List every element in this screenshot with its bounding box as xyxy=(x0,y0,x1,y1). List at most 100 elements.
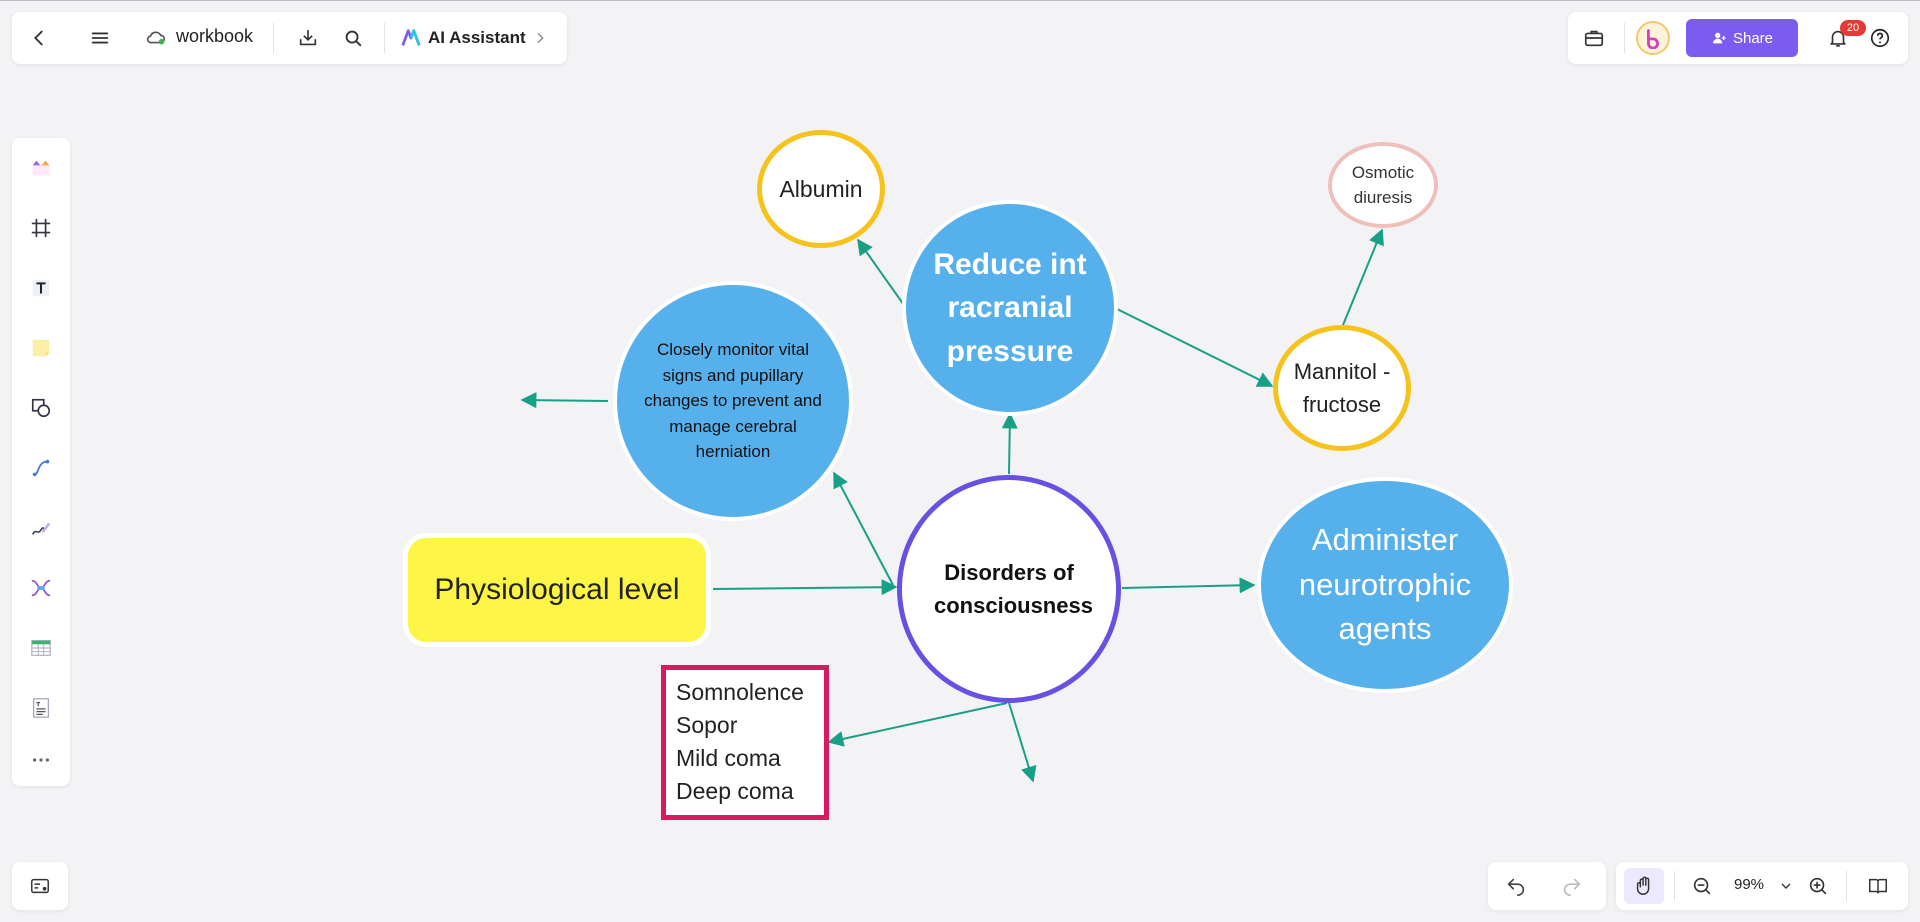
hand-tool-button[interactable] xyxy=(1624,868,1664,904)
top-left-toolbar: workbook AI Assistant xyxy=(12,12,567,64)
briefcase-icon xyxy=(1584,30,1604,47)
table-icon xyxy=(31,640,51,656)
pen-icon xyxy=(32,522,51,535)
toolbar-divider xyxy=(1624,23,1625,53)
arrow-reduce-to-mannitol xyxy=(1114,307,1274,387)
cloud-sync-status[interactable] xyxy=(138,20,174,56)
node-osmotic-label: Osmotic diuresis xyxy=(1351,162,1415,208)
frame-tool[interactable] xyxy=(23,210,59,246)
arrow-mannitol-to-osmotic xyxy=(1342,228,1384,326)
ai-assistant-label: AI Assistant xyxy=(428,28,526,47)
search-button[interactable] xyxy=(335,20,371,56)
mindmap-icon xyxy=(31,579,51,597)
toolbar-divider xyxy=(1846,871,1847,901)
node-reduce-icp[interactable]: Reduce int racranial pressure xyxy=(906,204,1114,412)
menu-button[interactable] xyxy=(82,20,118,56)
node-monitor-vitals[interactable]: Closely monitor vital signs and pupillar… xyxy=(617,285,849,517)
chevron-left-icon xyxy=(34,30,43,46)
level-item: Deep coma xyxy=(676,778,794,804)
book-icon xyxy=(1869,878,1887,894)
download-icon xyxy=(299,29,317,46)
more-tools-button[interactable] xyxy=(23,742,59,778)
arrow-center-to-empty xyxy=(1008,702,1037,783)
node-osmotic-diuresis[interactable]: Osmotic diuresis xyxy=(1328,142,1438,228)
node-physiological-label: Physiological level xyxy=(434,573,680,606)
help-button[interactable] xyxy=(1862,20,1898,56)
node-consciousness-levels[interactable]: Somnolence Sopor Mild coma Deep coma xyxy=(661,665,829,820)
search-icon xyxy=(345,30,362,47)
left-tool-rail xyxy=(12,138,70,786)
bottom-left-panel xyxy=(12,862,68,910)
arrow-physiological-to-center xyxy=(712,579,898,596)
node-mannitol-label: Mannitol -fructose xyxy=(1293,359,1391,417)
document-title[interactable]: workbook xyxy=(176,26,254,46)
node-center-label: Disorders of consciousness xyxy=(934,560,1093,618)
chevron-down-icon xyxy=(1781,883,1791,889)
arrow-monitor-to-empty xyxy=(520,392,609,409)
back-button[interactable] xyxy=(21,20,57,56)
more-icon xyxy=(32,758,50,762)
outline-view-button[interactable] xyxy=(1860,868,1896,904)
node-albumin[interactable]: Albumin xyxy=(757,130,885,248)
redo-icon xyxy=(1563,878,1581,896)
node-physiological-level[interactable]: Physiological level xyxy=(408,538,706,642)
node-neurotrophic-agents[interactable]: Administer neurotrophic agents xyxy=(1261,481,1509,689)
arrow-reduce-to-albumin xyxy=(857,238,907,309)
toolbar-divider xyxy=(384,23,385,53)
zoom-in-button[interactable] xyxy=(1800,868,1836,904)
hamburger-menu-icon xyxy=(91,32,109,44)
shape-icon xyxy=(31,398,51,418)
node-neurotrophic-label: Administer neurotrophic agents xyxy=(1298,521,1472,647)
node-mannitol-fructose[interactable]: Mannitol -fructose xyxy=(1273,325,1411,451)
redo-button[interactable] xyxy=(1554,868,1590,904)
level-item: Sopor xyxy=(676,712,738,738)
document-tool[interactable] xyxy=(23,690,59,726)
zoom-out-button[interactable] xyxy=(1684,868,1720,904)
level-item: Somnolence xyxy=(676,679,804,705)
avatar-logo-icon xyxy=(1647,29,1659,49)
zoom-level[interactable]: 99% xyxy=(1734,876,1765,893)
shape-tool[interactable] xyxy=(23,390,59,426)
pen-tool[interactable] xyxy=(23,510,59,546)
undo-button[interactable] xyxy=(1498,868,1534,904)
connector-tool[interactable] xyxy=(23,450,59,486)
undo-redo-panel xyxy=(1488,862,1606,910)
node-reduce-label: Reduce int racranial pressure xyxy=(933,247,1087,368)
ai-assistant-button[interactable]: AI Assistant xyxy=(400,20,550,56)
arrow-center-to-reduce xyxy=(1001,412,1018,475)
node-albumin-label: Albumin xyxy=(779,175,863,202)
toolbar-divider xyxy=(273,23,274,53)
zoom-out-icon xyxy=(1693,877,1711,895)
user-avatar[interactable] xyxy=(1636,21,1670,55)
arrow-center-to-monitor xyxy=(833,471,894,586)
map-view-icon xyxy=(31,878,49,894)
frame-icon xyxy=(31,218,51,238)
sticky-note-tool[interactable] xyxy=(23,330,59,366)
connector-icon xyxy=(32,459,50,477)
mindmap-tool[interactable] xyxy=(23,570,59,606)
share-button[interactable]: Share xyxy=(1686,19,1798,57)
chevron-right-icon xyxy=(537,32,544,44)
zoom-in-icon xyxy=(1809,877,1827,895)
templates-tool[interactable] xyxy=(23,150,59,186)
toolbar-divider xyxy=(1674,871,1675,901)
zoom-dropdown-button[interactable] xyxy=(1778,878,1794,894)
download-button[interactable] xyxy=(290,20,326,56)
minimap-toggle[interactable] xyxy=(22,868,58,904)
level-item: Mild coma xyxy=(676,745,781,771)
undo-icon xyxy=(1507,878,1525,896)
window-top-border xyxy=(0,0,1920,1)
notification-count-badge: 20 xyxy=(1840,20,1866,36)
cloud-icon xyxy=(146,31,166,45)
text-icon xyxy=(32,279,50,297)
sticky-note-icon xyxy=(32,339,50,357)
hand-icon xyxy=(1636,876,1650,895)
node-center-disorders[interactable]: Disorders of consciousness xyxy=(897,475,1121,703)
arrow-center-to-levels xyxy=(827,702,1008,747)
table-tool[interactable] xyxy=(23,630,59,666)
toolbox-button[interactable] xyxy=(1576,20,1612,56)
text-tool[interactable] xyxy=(23,270,59,306)
zoom-panel: 99% xyxy=(1616,862,1908,910)
